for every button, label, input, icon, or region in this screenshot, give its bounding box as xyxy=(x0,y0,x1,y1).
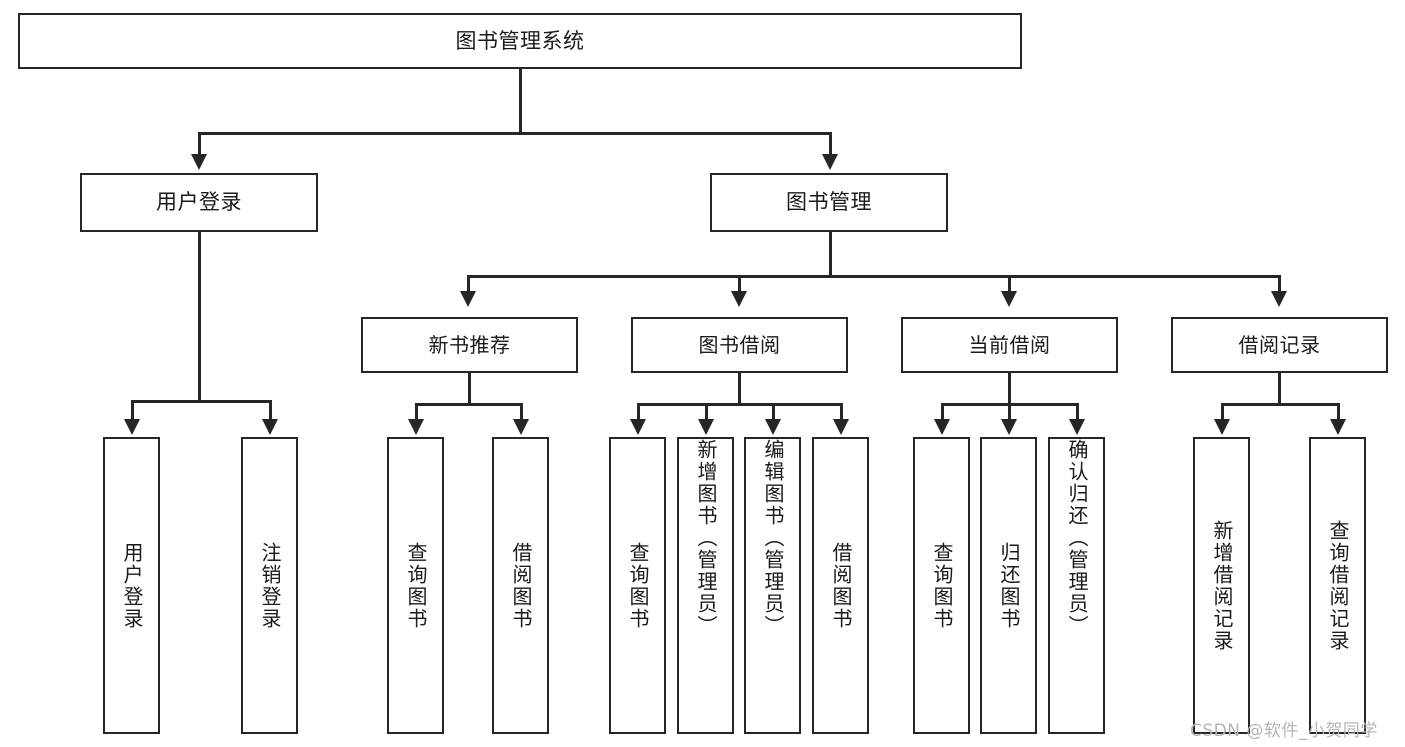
node-label: 图书借阅 xyxy=(698,332,781,357)
connector-borrowrecord-leaf-2 xyxy=(1337,403,1340,422)
connector-bookborrow-leaf-4 xyxy=(840,403,843,422)
connector-user-login-stem xyxy=(198,232,201,402)
node-label: 注销登录 xyxy=(258,541,282,630)
connector-bookborrow-stem xyxy=(738,373,741,405)
node-label: 用户登录 xyxy=(156,190,242,215)
connector-currentborrow-leaf-2 xyxy=(1008,403,1011,422)
leaf-bookborrow-borrow-book[interactable]: 借阅图书 xyxy=(812,437,869,734)
leaf-newbook-query-book[interactable]: 查询图书 xyxy=(387,437,444,734)
arrowhead-bookborrow-leaf-1 xyxy=(630,419,646,435)
node-book-management[interactable]: 图书管理 xyxy=(710,173,948,232)
connector-root-bus xyxy=(198,132,832,135)
arrowhead-newbook-leaf-1 xyxy=(408,419,424,435)
node-label: 查询图书 xyxy=(404,541,428,630)
leaf-newbook-borrow-book[interactable]: 借阅图书 xyxy=(492,437,549,734)
arrowhead-bookborrow-leaf-2 xyxy=(698,419,714,435)
leaf-bookborrow-edit-book-admin[interactable]: 编辑图书（管理员） xyxy=(744,437,801,734)
arrowhead-currentborrow-leaf-2 xyxy=(1001,419,1017,435)
node-label: 图书管理系统 xyxy=(455,28,585,53)
connector-book-manage-bus xyxy=(467,275,1280,278)
leaf-borrowrecord-query-record[interactable]: 查询借阅记录 xyxy=(1309,437,1366,734)
node-label: 编辑图书（管理员） xyxy=(761,439,785,637)
leaf-currentborrow-return-book[interactable]: 归还图书 xyxy=(980,437,1037,734)
connector-bookborrow-leaf-3 xyxy=(772,403,775,422)
leaf-bookborrow-query-book[interactable]: 查询图书 xyxy=(609,437,666,734)
arrowhead-bookborrow-leaf-4 xyxy=(833,419,849,435)
connector-user-login-bus xyxy=(131,400,269,403)
connector-bm-to-current-borrow xyxy=(1008,275,1011,293)
node-book-borrow[interactable]: 图书借阅 xyxy=(631,317,848,373)
node-label: 新增图书（管理员） xyxy=(694,439,718,637)
connector-user-login-to-leaf-2 xyxy=(269,400,272,422)
node-label: 查询图书 xyxy=(626,541,650,630)
arrowhead-bookborrow-leaf-3 xyxy=(765,419,781,435)
arrowhead-root-to-user-login xyxy=(191,154,207,170)
node-label: 查询图书 xyxy=(930,541,954,630)
connector-newbook-leaf-1 xyxy=(415,403,418,422)
arrowhead-currentborrow-leaf-1 xyxy=(934,419,950,435)
arrowhead-borrowrecord-leaf-2 xyxy=(1330,419,1346,435)
connector-root-to-user-login xyxy=(198,132,201,156)
arrowhead-bm-book-borrow xyxy=(731,291,747,307)
connector-bookborrow-leaf-1 xyxy=(637,403,640,422)
leaf-user-login-logout[interactable]: 注销登录 xyxy=(241,437,298,734)
node-current-borrow[interactable]: 当前借阅 xyxy=(901,317,1118,373)
connector-borrowrecord-stem xyxy=(1278,373,1281,405)
node-label: 新增借阅记录 xyxy=(1210,519,1234,652)
connector-bm-to-borrow-record xyxy=(1278,275,1281,293)
connector-borrowrecord-leaf-1 xyxy=(1221,403,1224,422)
connector-currentborrow-leaf-1 xyxy=(941,403,944,422)
connector-bm-to-book-borrow xyxy=(738,275,741,293)
connector-bookborrow-bus xyxy=(637,403,842,406)
arrowhead-bm-current-borrow xyxy=(1001,291,1017,307)
leaf-currentborrow-confirm-return-admin[interactable]: 确认归还（管理员） xyxy=(1048,437,1105,734)
connector-root-stem xyxy=(519,69,522,133)
arrowhead-bm-borrow-record xyxy=(1271,291,1287,307)
connector-user-login-to-leaf-1 xyxy=(131,400,134,422)
node-root-library-system[interactable]: 图书管理系统 xyxy=(18,13,1022,69)
connector-root-to-book-manage xyxy=(829,132,832,156)
connector-newbook-stem xyxy=(468,373,471,405)
connector-currentborrow-leaf-3 xyxy=(1076,403,1079,422)
node-label: 借阅记录 xyxy=(1238,332,1321,357)
arrowhead-borrowrecord-leaf-1 xyxy=(1214,419,1230,435)
connector-bookborrow-leaf-2 xyxy=(705,403,708,422)
watermark-text: CSDN @软件_小贺同学 xyxy=(1190,721,1378,741)
connector-currentborrow-stem xyxy=(1008,373,1011,405)
arrowhead-newbook-leaf-2 xyxy=(513,419,529,435)
node-label: 当前借阅 xyxy=(968,332,1051,357)
node-label: 查询借阅记录 xyxy=(1326,519,1350,652)
node-label: 借阅图书 xyxy=(509,541,533,630)
node-label: 新书推荐 xyxy=(428,332,511,357)
leaf-currentborrow-query-book[interactable]: 查询图书 xyxy=(913,437,970,734)
leaf-borrowrecord-add-record[interactable]: 新增借阅记录 xyxy=(1193,437,1250,734)
connector-borrowrecord-bus xyxy=(1221,403,1337,406)
arrowhead-root-to-book-manage xyxy=(822,154,838,170)
arrowhead-bm-new-book xyxy=(460,291,476,307)
node-new-book-recommend[interactable]: 新书推荐 xyxy=(361,317,578,373)
connector-book-manage-stem xyxy=(829,232,832,277)
connector-bm-to-new-book xyxy=(467,275,470,293)
connector-newbook-leaf-2 xyxy=(520,403,523,422)
node-borrow-record[interactable]: 借阅记录 xyxy=(1171,317,1388,373)
connector-newbook-bus xyxy=(415,403,522,406)
node-label: 用户登录 xyxy=(120,541,144,630)
leaf-user-login-login[interactable]: 用户登录 xyxy=(103,437,160,734)
node-label: 借阅图书 xyxy=(829,541,853,630)
node-label: 图书管理 xyxy=(786,190,872,215)
arrowhead-user-login-leaf-2 xyxy=(262,419,278,435)
node-label: 归还图书 xyxy=(997,541,1021,630)
arrowhead-currentborrow-leaf-3 xyxy=(1069,419,1085,435)
node-user-login[interactable]: 用户登录 xyxy=(80,173,318,232)
leaf-bookborrow-add-book-admin[interactable]: 新增图书（管理员） xyxy=(677,437,734,734)
arrowhead-user-login-leaf-1 xyxy=(124,419,140,435)
node-label: 确认归还（管理员） xyxy=(1065,439,1089,637)
